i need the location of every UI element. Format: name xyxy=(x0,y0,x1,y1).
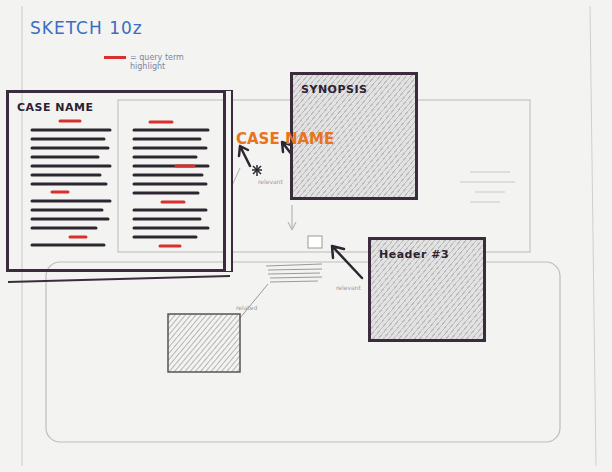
header-box: Header #3 xyxy=(368,237,486,342)
box-heading: SYNOPSIS xyxy=(301,83,367,96)
legend-text: = query term highlight xyxy=(130,53,190,71)
paper-edge xyxy=(590,6,596,466)
box-heading: Header #3 xyxy=(379,248,449,261)
margin-scribble xyxy=(460,172,515,202)
legend-swatch xyxy=(104,56,126,59)
document-icon xyxy=(308,236,322,248)
orange-label: CASE NAME xyxy=(236,130,334,148)
document-text-lines xyxy=(32,130,208,245)
paper-edge xyxy=(22,6,23,466)
leader-line xyxy=(288,205,296,230)
margin-note: relevant xyxy=(258,178,283,185)
asterisk-symbol xyxy=(252,165,262,176)
margin-note: relevant xyxy=(336,284,361,291)
thumbnail-box xyxy=(168,314,240,372)
box-heading: CASE NAME xyxy=(17,101,94,114)
margin-note: related xyxy=(236,304,257,311)
leader-line xyxy=(240,284,268,318)
sketch-title: SKETCH 10z xyxy=(30,18,143,38)
doc-shadow xyxy=(8,276,230,282)
document-box: CASE NAME xyxy=(6,90,226,272)
highlight-marks xyxy=(52,121,194,246)
text-stack xyxy=(266,264,322,282)
leader-line xyxy=(230,168,240,190)
